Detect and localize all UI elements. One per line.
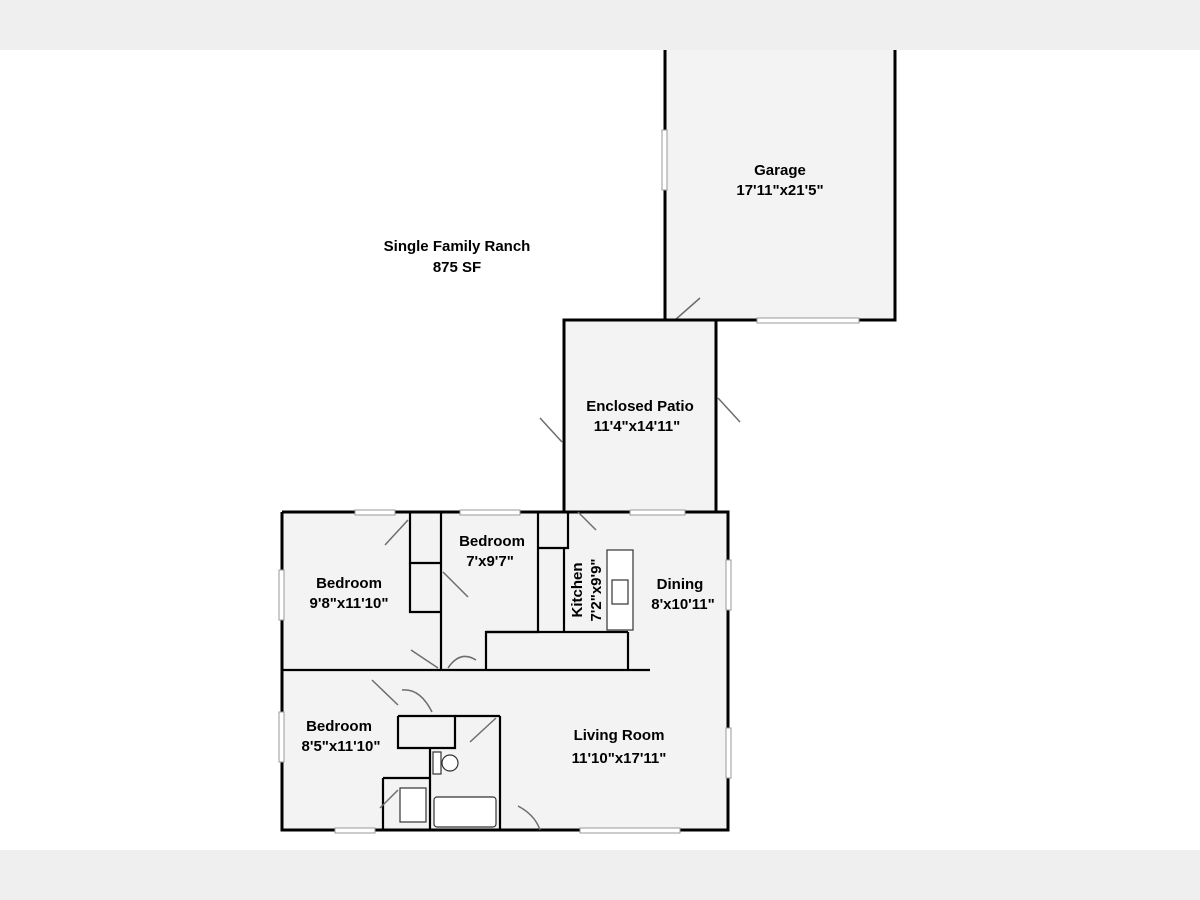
garage-name: Garage <box>754 162 806 179</box>
bedroom-small-dims: 7'x9'7" <box>466 553 514 570</box>
patio-name: Enclosed Patio <box>586 398 694 415</box>
window-top-right <box>629 509 686 516</box>
toilet <box>441 754 459 772</box>
bedroom-bottom-name: Bedroom <box>306 718 372 735</box>
bath-door-swing <box>469 717 497 743</box>
room-labels: Garage 17'11"x21'5" Enclosed Patio 11'4"… <box>302 162 824 767</box>
window-left-lower <box>278 711 285 763</box>
closet-door-swing <box>384 519 409 546</box>
kitchen-door-swing <box>577 511 597 531</box>
kitchen-dims: 7'2"x9'9" <box>588 558 605 621</box>
front-door-swing <box>517 805 541 831</box>
bedroom-door-swing-4 <box>371 679 399 706</box>
bedroom-left-name: Bedroom <box>316 575 382 592</box>
bathtub <box>433 796 497 828</box>
patio-dims: 11'4"x14'11" <box>594 418 680 435</box>
window-bottom-left <box>334 827 376 834</box>
bath-vanity <box>399 787 427 823</box>
dining-dims: 8'x10'11" <box>651 596 714 613</box>
patio-left-door-swing <box>539 417 563 443</box>
patio-right-door-swing <box>717 397 741 423</box>
toilet-tank <box>432 751 442 775</box>
bedroom-door-swing-2 <box>410 649 439 669</box>
hall-door-swing <box>401 689 433 713</box>
bedroom-small-name: Bedroom <box>459 533 525 550</box>
bedroom-door-swing-1 <box>442 571 469 598</box>
kitchen-sink <box>611 579 629 605</box>
bedroom-door-swing-3 <box>447 655 477 669</box>
summary-label: Single Family Ranch 875 SF <box>384 238 531 276</box>
window-top-left <box>354 509 396 516</box>
window-right-lower <box>725 727 732 779</box>
garage-window <box>756 317 860 324</box>
window-top-mid <box>459 509 521 516</box>
bedroom-bottom-dims: 8'5"x11'10" <box>302 738 381 755</box>
kitchen-name: Kitchen <box>569 562 586 617</box>
garage-side-window <box>661 129 668 191</box>
window-bottom-right <box>579 827 681 834</box>
dining-name: Dining <box>657 576 704 593</box>
window-left-upper <box>278 569 285 621</box>
bedroom-left-dims: 9'8"x11'10" <box>310 595 389 612</box>
vanity-door-swing <box>379 789 399 809</box>
window-right-upper <box>725 559 732 611</box>
garage-dims: 17'11"x21'5" <box>736 182 823 199</box>
plan-area: 875 SF <box>433 259 481 276</box>
living-room-name: Living Room <box>574 727 665 744</box>
patio-room <box>539 318 741 512</box>
living-room-dims: 11'10"x17'11" <box>572 750 667 767</box>
garage-door-swing <box>674 297 701 321</box>
house-walls <box>278 509 732 834</box>
plan-title: Single Family Ranch <box>384 238 531 255</box>
